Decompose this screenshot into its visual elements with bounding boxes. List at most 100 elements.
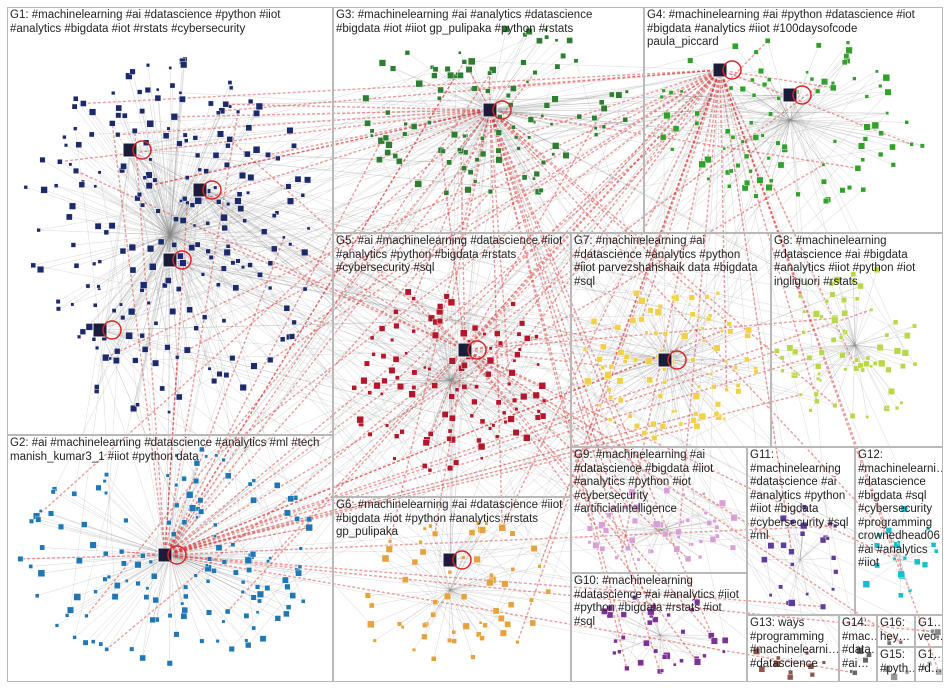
graph-node: [623, 504, 629, 510]
graph-edge-highlight: [229, 138, 466, 351]
graph-node: [461, 384, 468, 390]
graph-edge: [169, 554, 252, 557]
graph-edge: [602, 69, 721, 368]
graph-node: [651, 435, 658, 441]
graph-edge: [449, 149, 460, 561]
graph-node: [554, 38, 559, 43]
graph-edge: [169, 554, 185, 617]
graph-edge: [371, 337, 451, 381]
graph-node: [850, 279, 856, 284]
graph-edge: [405, 109, 491, 125]
graph-node: [183, 584, 189, 590]
graph-edge: [169, 259, 911, 591]
graph-edge: [489, 109, 552, 125]
graph-edge: [369, 379, 451, 435]
graph-edge-highlight: [515, 69, 721, 138]
graph-edge: [112, 94, 791, 124]
graph-edge: [449, 520, 688, 561]
graph-node: [847, 185, 852, 190]
graph-node: [549, 122, 554, 126]
graph-node: [423, 365, 427, 370]
graph-node: [109, 120, 116, 127]
graph-edge: [659, 634, 663, 671]
graph-edge: [787, 559, 801, 604]
graph-node: [48, 510, 54, 517]
graph-node: [232, 284, 240, 292]
graph-edge: [53, 491, 171, 556]
graph-node: [629, 317, 637, 324]
graph-node: [529, 597, 534, 603]
graph-edge: [154, 179, 466, 351]
graph-edge: [489, 66, 558, 111]
graph-node: [760, 133, 765, 138]
graph-node: [204, 454, 209, 459]
graph-edge: [764, 84, 791, 121]
graph-node: [668, 90, 674, 95]
graph-edge: [169, 554, 258, 613]
graph-node: [422, 463, 428, 469]
graph-node: [89, 108, 97, 116]
graph-edge: [169, 92, 181, 236]
graph-node: [614, 555, 619, 560]
graph-node: [774, 348, 780, 354]
graph-node: [641, 430, 648, 436]
group-box-g17: G1… vec…: [915, 615, 943, 647]
graph-node: [73, 593, 81, 601]
graph-node: [95, 345, 100, 350]
graph-edge: [169, 234, 229, 247]
graph-edge-highlight: [381, 69, 721, 395]
graph-node: [119, 302, 123, 307]
graph-node: [432, 66, 439, 73]
graph-edge: [129, 134, 186, 151]
graph-edge: [169, 116, 175, 236]
group-label-g10: G10: #machinelearning #datascience #ai #…: [574, 575, 739, 628]
graph-edge: [669, 331, 731, 361]
graph-node: [562, 151, 570, 159]
graph-edge: [601, 524, 661, 531]
nodes-layer: [17, 25, 943, 681]
graph-node: [35, 593, 40, 599]
graph-edge: [489, 109, 888, 114]
graph-node: [523, 434, 531, 442]
graph-edge: [634, 597, 661, 636]
graph-node: [767, 77, 772, 82]
graph-node: [367, 620, 375, 628]
graph-node: [505, 93, 511, 98]
graph-edge: [118, 107, 171, 236]
graph-edge: [99, 329, 483, 639]
graph-edge: [169, 234, 271, 264]
graph-edge: [224, 69, 721, 563]
graph-edge: [866, 559, 901, 585]
graph-edge: [381, 328, 451, 381]
graph-node: [120, 163, 127, 170]
graph-edge: [669, 293, 718, 361]
graph-edge: [719, 69, 923, 146]
graph-edge: [760, 70, 791, 121]
graph-node: [551, 95, 559, 103]
graph-edge: [164, 396, 452, 556]
graph-edge: [429, 379, 451, 471]
graph-edge: [669, 328, 703, 361]
graph-node: [205, 248, 211, 254]
graph-node: [149, 263, 157, 271]
graph-edge: [129, 149, 688, 521]
graph-edge: [789, 50, 850, 121]
graph-node: [369, 335, 375, 341]
graph-edge: [449, 589, 512, 605]
graph-node: [672, 125, 680, 133]
graph-edge: [199, 189, 265, 233]
graph-edge-highlight: [621, 69, 721, 552]
graph-node: [878, 130, 884, 136]
graph-edge: [719, 69, 861, 652]
graph-edge: [169, 101, 251, 236]
graph-node: [412, 647, 416, 652]
graph-edge-highlight: [450, 109, 491, 303]
graph-edge: [449, 354, 518, 381]
graph-node: [192, 135, 198, 141]
graph-node: [620, 635, 626, 640]
group-label-g17: G1… vec…: [918, 617, 943, 643]
graph-edge: [449, 360, 515, 381]
graph-node: [698, 160, 706, 168]
graph-node: [194, 241, 201, 248]
graph-node: [830, 84, 837, 92]
